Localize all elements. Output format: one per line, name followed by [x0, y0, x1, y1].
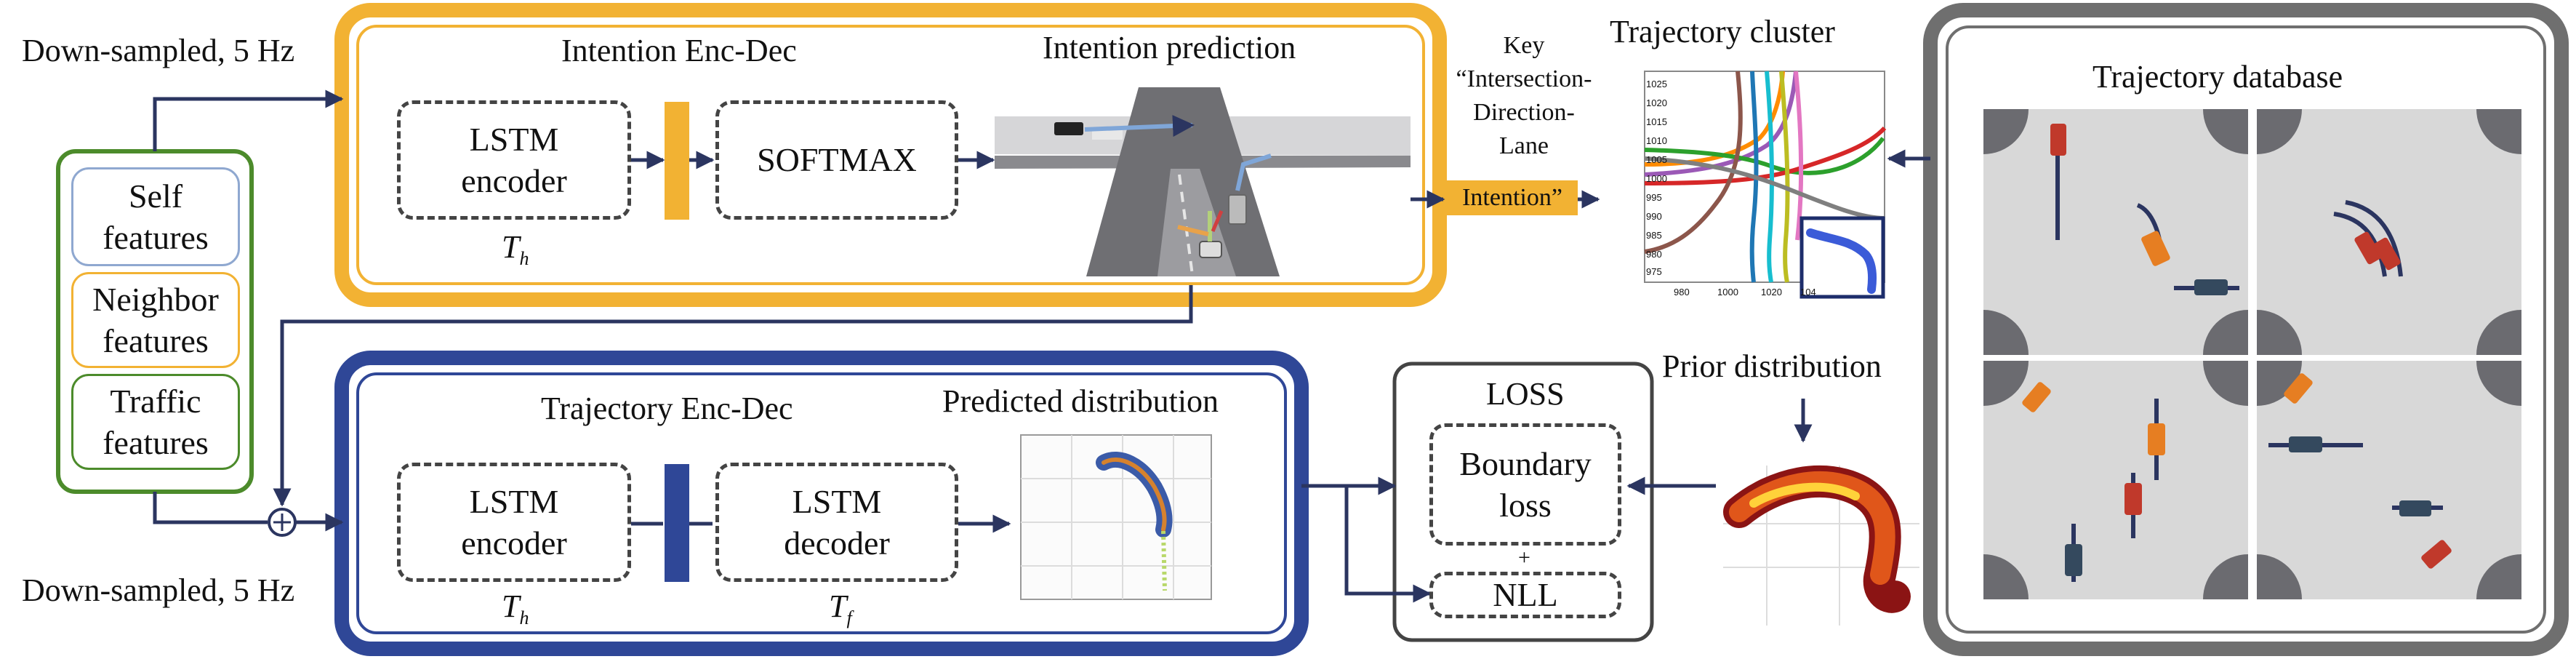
- boundary-loss-line2: loss: [1499, 487, 1552, 524]
- self-features-box: Self features: [71, 167, 240, 266]
- downsampled-bottom-label: Down-sampled, 5 Hz: [22, 572, 295, 608]
- neighbor-features-line1: Neighbor: [92, 280, 219, 318]
- trajectory-database-title: Trajectory database: [2093, 59, 2343, 95]
- trajectory-lstm-encoder-line1: LSTM: [469, 482, 559, 520]
- ytick-7: 990: [1646, 211, 1662, 222]
- softmax-block: SOFTMAX: [715, 100, 958, 220]
- th-top-sub: h: [519, 247, 529, 269]
- trajectory-module-frame: [334, 351, 1309, 656]
- tf-sub: f: [846, 607, 852, 628]
- th-bottom-symbol: Th: [502, 591, 529, 628]
- nll-block: NLL: [1429, 572, 1621, 618]
- trajectory-cluster-title: Trajectory cluster: [1610, 14, 1835, 49]
- xtick-2: 1020: [1761, 287, 1782, 297]
- ytick-1: 1020: [1646, 97, 1667, 108]
- key-line1: Key: [1503, 32, 1545, 59]
- softmax-label: SOFTMAX: [757, 141, 917, 179]
- intention-module-frame: [334, 3, 1447, 307]
- key-line4: Lane: [1499, 132, 1549, 159]
- ytick-2: 1015: [1646, 116, 1667, 127]
- trajectory-lstm-encoder-line2: encoder: [461, 524, 567, 562]
- intention-hidden-bar: [665, 102, 689, 220]
- trajectory-cluster-plot: [1644, 71, 1887, 299]
- intention-lstm-encoder-line1: LSTM: [469, 120, 559, 158]
- nll-label: NLL: [1493, 576, 1558, 614]
- intention-lstm-encoder-line2: encoder: [461, 162, 567, 199]
- predicted-distribution-title: Predicted distribution: [942, 383, 1219, 419]
- boundary-loss-block: Boundary loss: [1429, 423, 1621, 546]
- trajectory-hidden-bar: [665, 464, 689, 582]
- loss-frame: [1392, 362, 1654, 642]
- intention-lstm-encoder: LSTM encoder: [397, 100, 631, 220]
- database-frame: [1923, 3, 2569, 656]
- trajectory-lstm-encoder: LSTM encoder: [397, 463, 631, 582]
- trajectory-database-image: [1983, 109, 2521, 599]
- intention-prediction-image: [995, 87, 1411, 278]
- traffic-features-line1: Traffic: [110, 382, 201, 420]
- ytick-5: 1000: [1646, 173, 1667, 184]
- loss-title: LOSS: [1486, 376, 1565, 412]
- intention-encdec-title: Intention Enc-Dec: [561, 33, 797, 68]
- cluster-axes: 1025 1020 1015 1010 1005 1000 995 990 98…: [1645, 71, 1885, 297]
- th-top-base: T: [502, 229, 520, 265]
- neighbor-features-box: Neighbor features: [71, 272, 240, 368]
- key-line2: “Intersection-: [1456, 65, 1592, 92]
- intention-prediction-title: Intention prediction: [1043, 30, 1296, 65]
- traffic-features-line2: features: [103, 424, 209, 461]
- traffic-features-box: Traffic features: [71, 374, 240, 470]
- key-line3: Direction-: [1473, 98, 1575, 126]
- intention-key-label: Key “Intersection- Direction- Lane: [1451, 29, 1597, 163]
- tf-symbol: Tf: [829, 591, 852, 628]
- self-features-line1: Self: [128, 177, 183, 215]
- ytick-3: 1010: [1646, 135, 1667, 146]
- boundary-loss-line1: Boundary: [1459, 444, 1592, 482]
- trajectory-encdec-title: Trajectory Enc-Dec: [541, 391, 793, 426]
- th-bottom-sub: h: [519, 607, 529, 628]
- prior-distribution-heatmap: [1723, 465, 1919, 626]
- trajectory-lstm-decoder-line1: LSTM: [792, 482, 882, 520]
- trajectory-lstm-decoder-line2: decoder: [784, 524, 890, 562]
- downsampled-top-label: Down-sampled, 5 Hz: [22, 33, 295, 68]
- neighbor-features-line2: features: [103, 322, 209, 359]
- th-bottom-base: T: [502, 588, 520, 624]
- loss-plus-sign: +: [1518, 546, 1530, 570]
- xtick-1: 1000: [1717, 287, 1738, 297]
- self-features-line2: features: [103, 219, 209, 256]
- key-intention-highlight: Intention”: [1447, 180, 1578, 215]
- ytick-4: 1005: [1646, 154, 1667, 165]
- xtick-3: 104: [1800, 287, 1816, 297]
- ytick-6: 995: [1646, 192, 1662, 203]
- tf-base: T: [829, 588, 847, 624]
- prior-distribution-title: Prior distribution: [1662, 348, 1882, 384]
- ytick-0: 1025: [1646, 79, 1667, 89]
- trajectory-lstm-decoder: LSTM decoder: [715, 463, 958, 582]
- xtick-0: 980: [1674, 287, 1690, 297]
- predicted-distribution-plot: [1020, 434, 1212, 600]
- ytick-8: 985: [1646, 230, 1662, 241]
- th-top-symbol: Th: [502, 231, 529, 268]
- ytick-10: 975: [1646, 266, 1662, 277]
- ytick-9: 980: [1646, 249, 1662, 260]
